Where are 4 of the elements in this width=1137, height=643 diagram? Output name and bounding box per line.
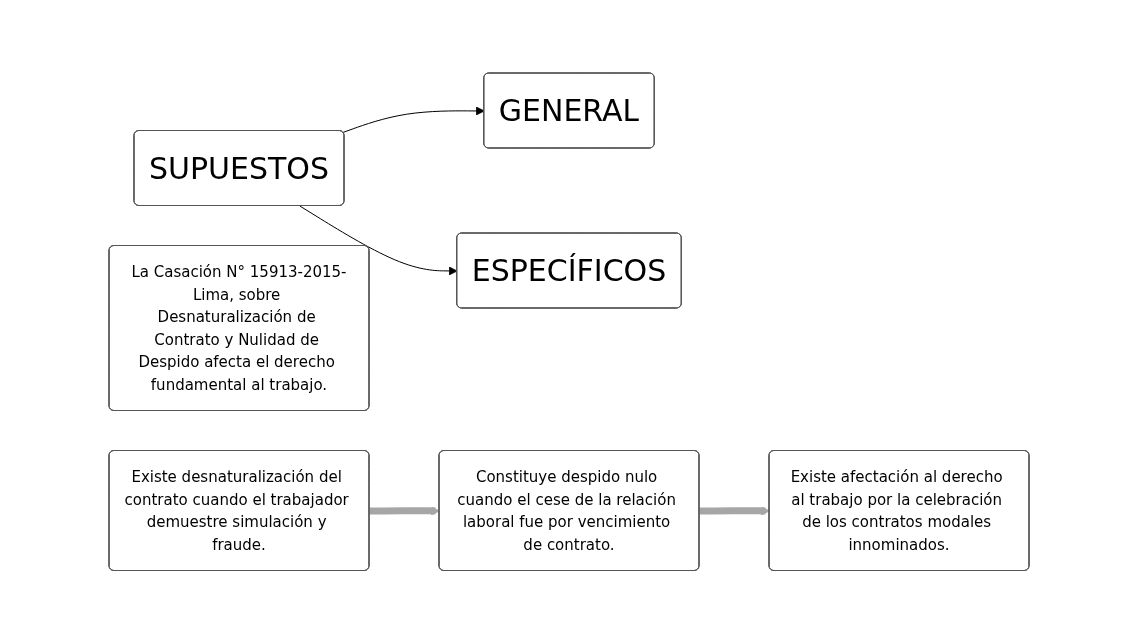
arrow bbox=[298, 205, 458, 276]
arrow bbox=[368, 506, 440, 516]
arrow bbox=[342, 106, 485, 133]
arrow bbox=[698, 506, 770, 516]
